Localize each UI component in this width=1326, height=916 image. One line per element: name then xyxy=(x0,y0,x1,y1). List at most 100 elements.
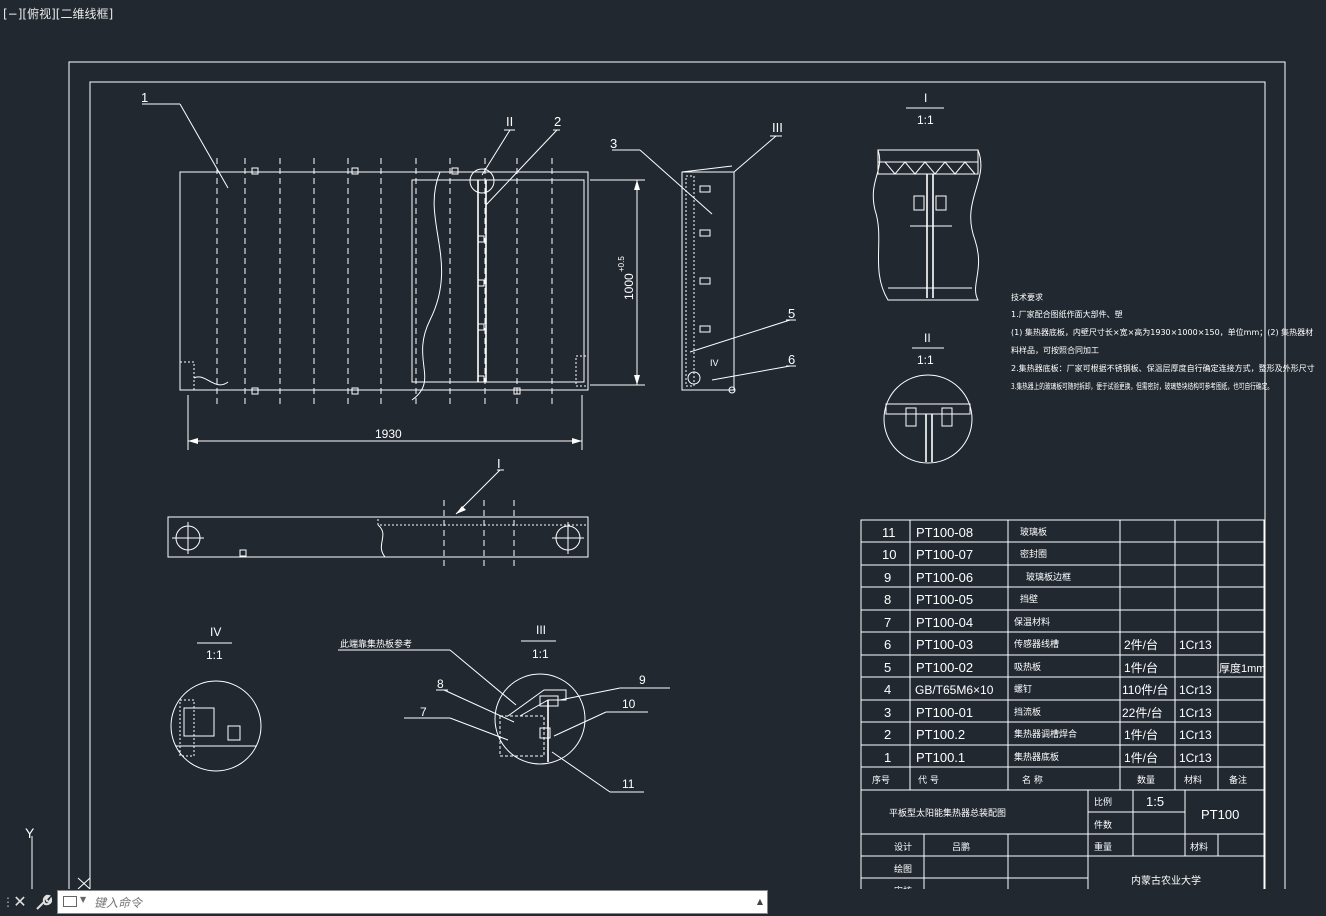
bom-qty-6: 2件/台 xyxy=(1124,637,1158,652)
wrench-icon[interactable] xyxy=(34,892,53,912)
technical-requirements: 技术要求 1.厂家配合图纸作面大部件、塑 (1) 集热器底板，内壁尺寸长×宽×高… xyxy=(1011,292,1315,391)
recent-commands-dropdown-icon[interactable]: ▼ xyxy=(80,895,87,904)
detail-III-scale: 1:1 xyxy=(532,647,549,661)
balloon-3: 3 xyxy=(610,136,617,151)
section-view: I xyxy=(167,456,589,570)
detail-II: II 1:1 xyxy=(883,331,973,464)
scale-value: 1:5 xyxy=(1146,794,1164,809)
bom-name-10: 密封圈 xyxy=(1020,548,1047,560)
terminal-icon[interactable] xyxy=(63,896,77,907)
bom-qty-4: 110件/台 xyxy=(1122,682,1168,697)
bom-no-6: 6 xyxy=(884,637,891,652)
chevron-up-icon[interactable]: ▲ xyxy=(756,897,763,906)
detail-marker-I-section: I xyxy=(497,456,501,471)
command-line-bar: ⋮ ✕ ▼ ▲ xyxy=(0,889,770,915)
drawing-number: PT100 xyxy=(1201,807,1239,822)
bom-name-3: 挡流板 xyxy=(1014,706,1041,718)
bom-no-3: 3 xyxy=(884,705,891,720)
bom-code-9: PT100-06 xyxy=(916,570,973,585)
bom-code-1: PT100.1 xyxy=(916,750,965,765)
drawing-title: 平板型太阳能集热器总装配图 xyxy=(889,807,1006,819)
viewport-controls-label[interactable]: [−][俯视][二维线框] xyxy=(3,7,114,21)
detail-II-scale: 1:1 xyxy=(917,353,934,367)
detail-I: I 1:1 xyxy=(872,91,982,301)
tech-line-5: 3.集热器上的玻璃板可随时拆卸，便于试验更换，但需密封，玻璃垫块结构可参考图纸，… xyxy=(1011,381,1273,391)
bom-header-note: 备注 xyxy=(1229,774,1247,786)
bom-note-5: 厚度1mm xyxy=(1219,661,1265,675)
bom-qty-3: 22件/台 xyxy=(1122,705,1163,720)
bom-mat-4: 1Cr13 xyxy=(1179,683,1212,697)
bom-code-7: PT100-04 xyxy=(916,615,973,630)
balloon-9: 9 xyxy=(639,673,646,687)
bom-name-4: 螺钉 xyxy=(1014,684,1032,695)
bom-no-8: 8 xyxy=(884,592,891,607)
balloon-2: 2 xyxy=(554,114,561,129)
designer-name: 吕鹏 xyxy=(952,841,970,853)
bom-mat-2: 1Cr13 xyxy=(1179,728,1212,742)
bom-qty-2: 1件/台 xyxy=(1124,727,1158,742)
detail-III: III 1:1 此端靠集热板参考 8 7 9 10 11 xyxy=(338,623,670,793)
qty-label: 件数 xyxy=(1094,819,1112,831)
bom-code-3: PT100-01 xyxy=(916,705,973,720)
close-icon[interactable]: ✕ xyxy=(13,892,27,911)
sheet-inner-border xyxy=(89,81,1266,889)
detail-I-scale: 1:1 xyxy=(917,113,934,127)
drafter-label: 绘图 xyxy=(894,863,912,875)
bom-no-2: 2 xyxy=(884,727,891,742)
title-block: 平板型太阳能集热器总装配图 比例 1:5 件数 PT100 设计 吕鹏 重量 材… xyxy=(860,789,1265,889)
tech-line-4: 2.集热器底板：厂家可根据不锈钢板、保温层厚度自行确定连接方式，整形及外形尺寸 xyxy=(1011,363,1315,373)
tech-line-1: 1.厂家配合图纸作面大部件、塑 xyxy=(1011,309,1123,319)
balloon-10: 10 xyxy=(622,697,636,711)
bom-header-no: 序号 xyxy=(872,774,890,786)
drawing-canvas[interactable]: 1930 1000 +0.5 1 II 2 3 III xyxy=(0,0,1326,889)
side-view: 3 III 5 6 IV xyxy=(610,120,796,394)
bom-qty-5: 1件/台 xyxy=(1124,660,1158,675)
bom-no-5: 5 xyxy=(884,660,891,675)
ucs-y-label: Y xyxy=(25,825,35,841)
tech-title: 技术要求 xyxy=(1011,292,1043,302)
bom-header-qty: 数量 xyxy=(1137,774,1155,786)
bom-name-7: 保温材料 xyxy=(1014,616,1050,628)
detail-III-title: III xyxy=(536,623,546,637)
bom-mat-1: 1Cr13 xyxy=(1179,751,1212,765)
bom-code-10: PT100-07 xyxy=(916,547,973,562)
detail-IV-scale: 1:1 xyxy=(206,648,223,662)
bom-qty-1: 1件/台 xyxy=(1124,750,1158,765)
bom-name-11: 玻璃板 xyxy=(1020,526,1047,538)
detail-marker-II: II xyxy=(506,114,513,129)
bom-code-11: PT100-08 xyxy=(916,525,973,540)
bom-no-10: 10 xyxy=(882,547,896,562)
bom-name-1: 集热器底板 xyxy=(1014,751,1059,763)
bom-code-4: GB/T65M6×10 xyxy=(915,683,994,697)
balloon-5: 5 xyxy=(788,306,795,321)
grip-handle[interactable]: ⋮ xyxy=(2,895,14,909)
bom-no-1: 1 xyxy=(884,750,891,765)
detail-IV: IV 1:1 xyxy=(170,625,262,772)
bom-header-code: 代 号 xyxy=(918,775,939,786)
bom-mat-3: 1Cr13 xyxy=(1179,706,1212,720)
detail-marker-IV: IV xyxy=(710,358,719,368)
tech-line-3: 料样品，可按照合同加工 xyxy=(1011,345,1099,355)
bom-no-4: 4 xyxy=(884,682,891,697)
command-input-box[interactable]: ▼ ▲ xyxy=(57,890,768,914)
bom-header-mat: 材料 xyxy=(1184,774,1202,786)
bom-code-8: PT100-05 xyxy=(916,592,973,607)
command-input[interactable] xyxy=(92,893,736,913)
balloon-7: 7 xyxy=(420,705,427,719)
bom-name-6: 传感器线槽 xyxy=(1014,638,1059,650)
detail-I-title: I xyxy=(924,91,927,105)
dim-width-text: 1000 xyxy=(622,273,636,300)
balloon-8: 8 xyxy=(437,677,444,691)
sheet-outer-border xyxy=(68,61,1286,889)
tech-line-2: (1) 集热器底板，内壁尺寸长×宽×高为1930×1000×150，单位mm；(… xyxy=(1011,327,1313,337)
bom-name-5: 吸热板 xyxy=(1014,661,1041,673)
balloon-6: 6 xyxy=(788,352,795,367)
bom-code-6: PT100-03 xyxy=(916,637,973,652)
bom-table: 11 PT100-08 玻璃板 10 PT100-07 密封圈 9 PT100-… xyxy=(860,519,1265,791)
bom-name-8: 挡壁 xyxy=(1020,593,1038,605)
ucs-icon: Y xyxy=(25,825,91,889)
organization-name: 内蒙古农业大学 xyxy=(1131,874,1201,887)
bom-code-5: PT100-02 xyxy=(916,660,973,675)
note-sealant: 此端靠集热板参考 xyxy=(340,638,412,650)
material-label: 材料 xyxy=(1190,841,1208,853)
